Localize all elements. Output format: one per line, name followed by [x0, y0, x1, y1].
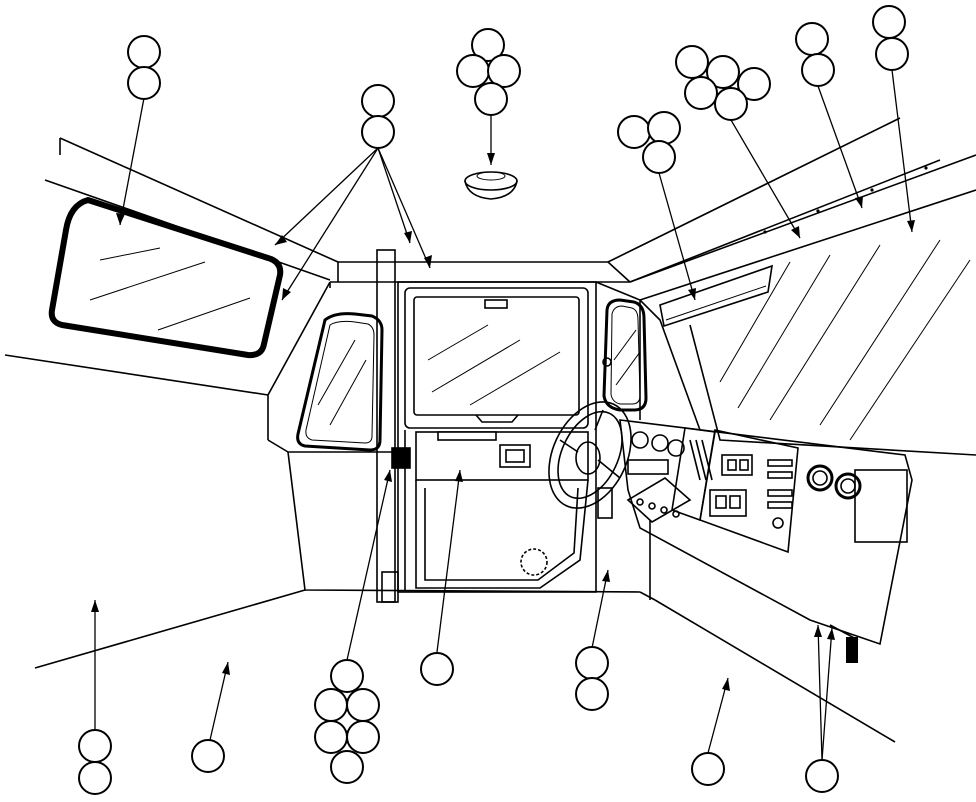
cab-structure	[4, 117, 976, 743]
callout-group-rear-door	[420, 652, 454, 686]
callout-group-sun-visor	[617, 111, 681, 174]
callout-group-upper-left-window	[127, 35, 161, 100]
callout-group-dome-light	[456, 28, 521, 116]
rear-left-window	[296, 312, 384, 452]
callout-group-upper-right-frame	[675, 45, 771, 121]
callout-group-console-switches	[805, 759, 839, 793]
rear-door	[391, 281, 597, 593]
leader-arrowheads	[91, 153, 915, 691]
steering-wheel	[548, 401, 632, 519]
callout-group-roof-pillars	[361, 84, 395, 149]
callout-group-right-rail	[795, 22, 835, 87]
right-side	[595, 159, 976, 456]
callout-group-floor-right	[691, 752, 725, 786]
leader-lines	[94, 69, 913, 761]
callout-group-right-window	[872, 5, 909, 71]
console	[619, 419, 913, 663]
rear-window	[404, 287, 589, 429]
callout-group-door-latch	[314, 659, 380, 784]
callout-group-cab-front-wall	[575, 646, 609, 711]
callout-group-left-wall	[78, 729, 112, 795]
upper-left-window	[48, 197, 284, 359]
dome-light	[464, 171, 518, 200]
callout-group-floor-left	[191, 739, 225, 773]
